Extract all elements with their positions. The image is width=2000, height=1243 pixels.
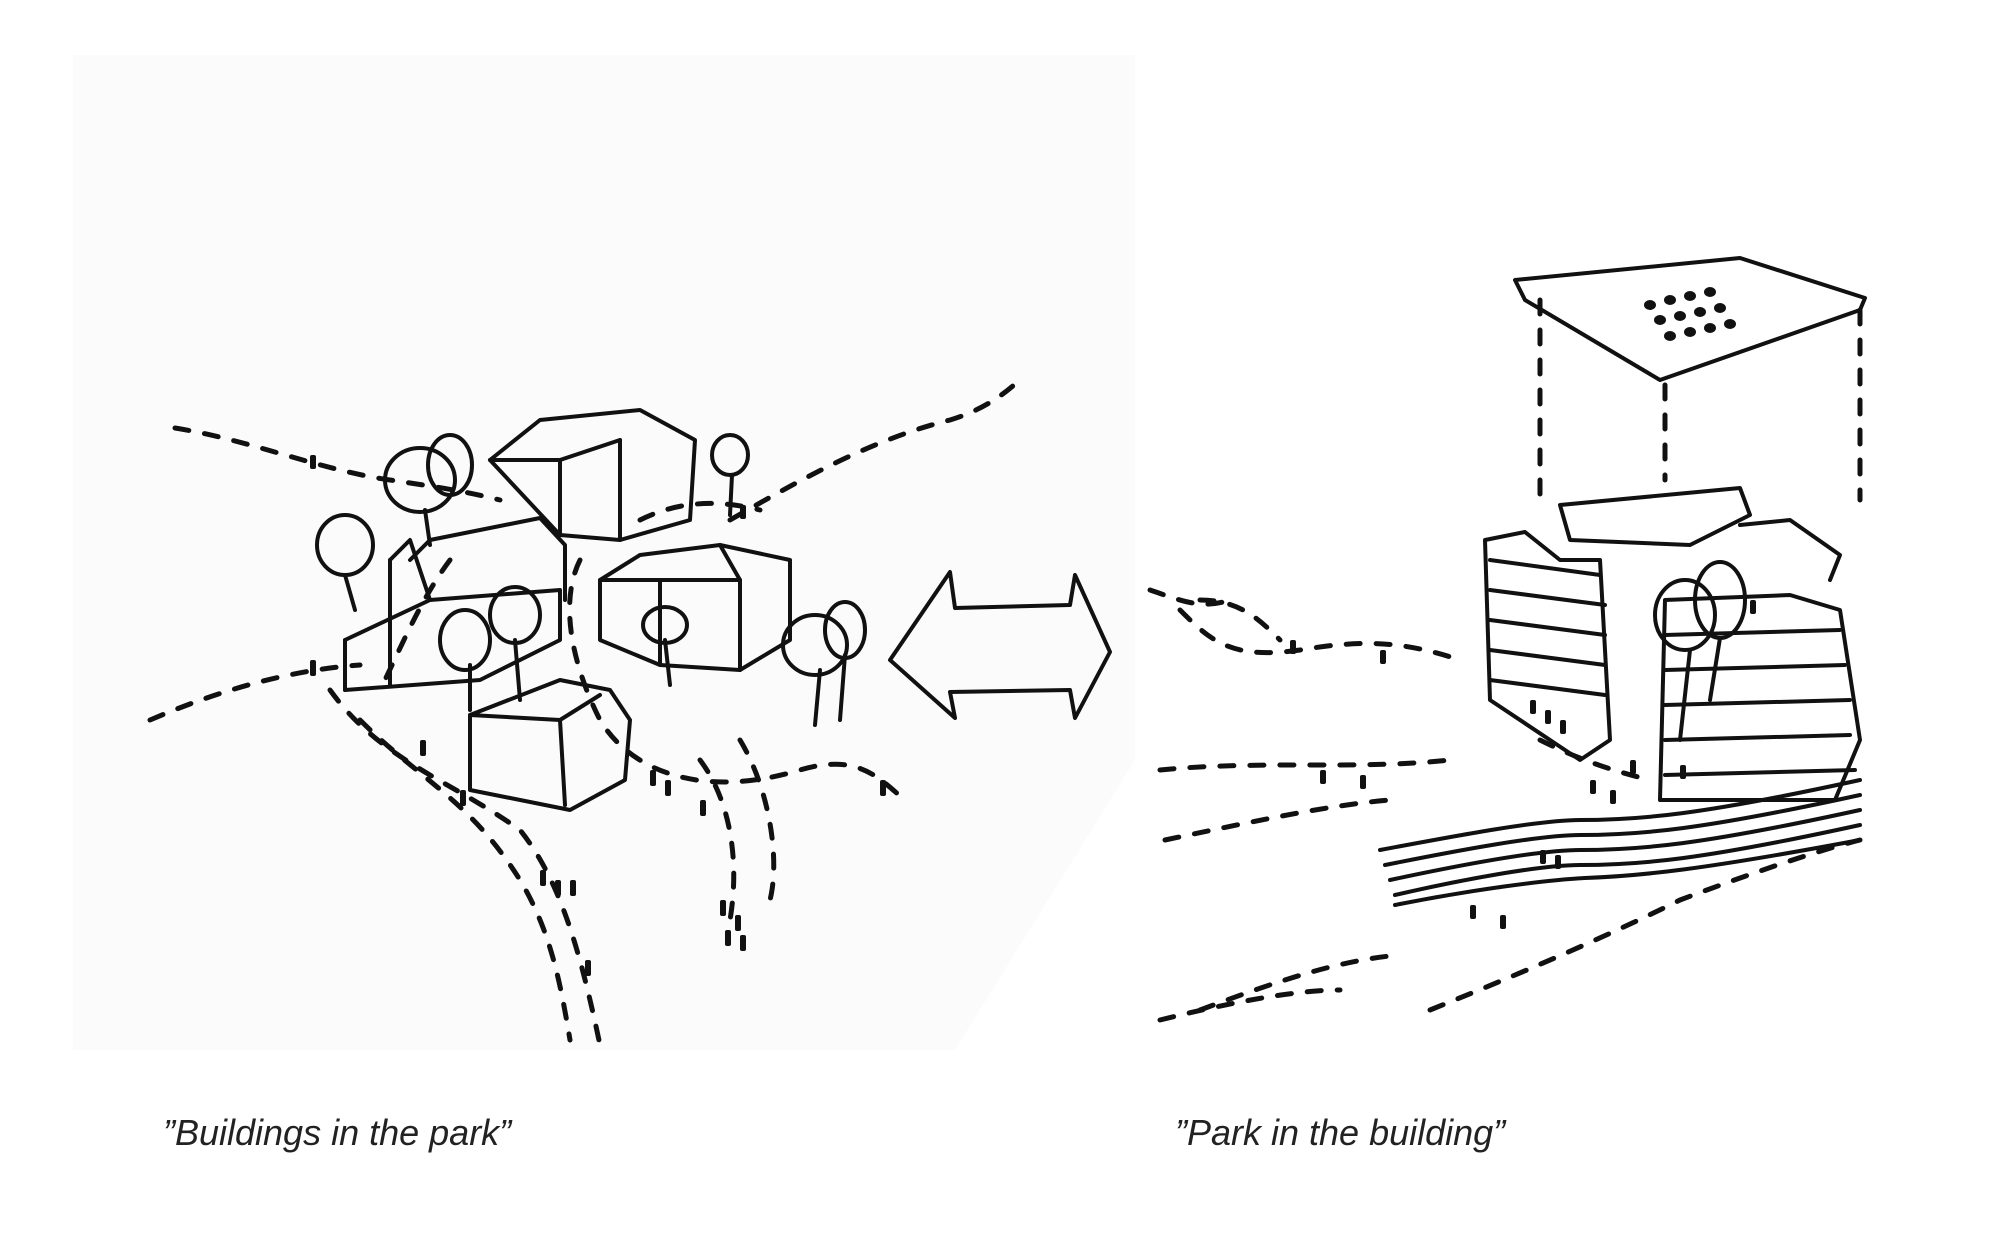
left-sketch-panel [73, 55, 1135, 1050]
left-sketch-buildings-in-park [147, 377, 1023, 1048]
right-sketch-park-in-building [1147, 256, 1867, 1023]
caption-buildings-in-the-park: ”Buildings in the park” [163, 1112, 512, 1153]
caption-park-in-the-building: ”Park in the building” [1175, 1112, 1506, 1153]
double-arrow-icon [888, 570, 1112, 720]
